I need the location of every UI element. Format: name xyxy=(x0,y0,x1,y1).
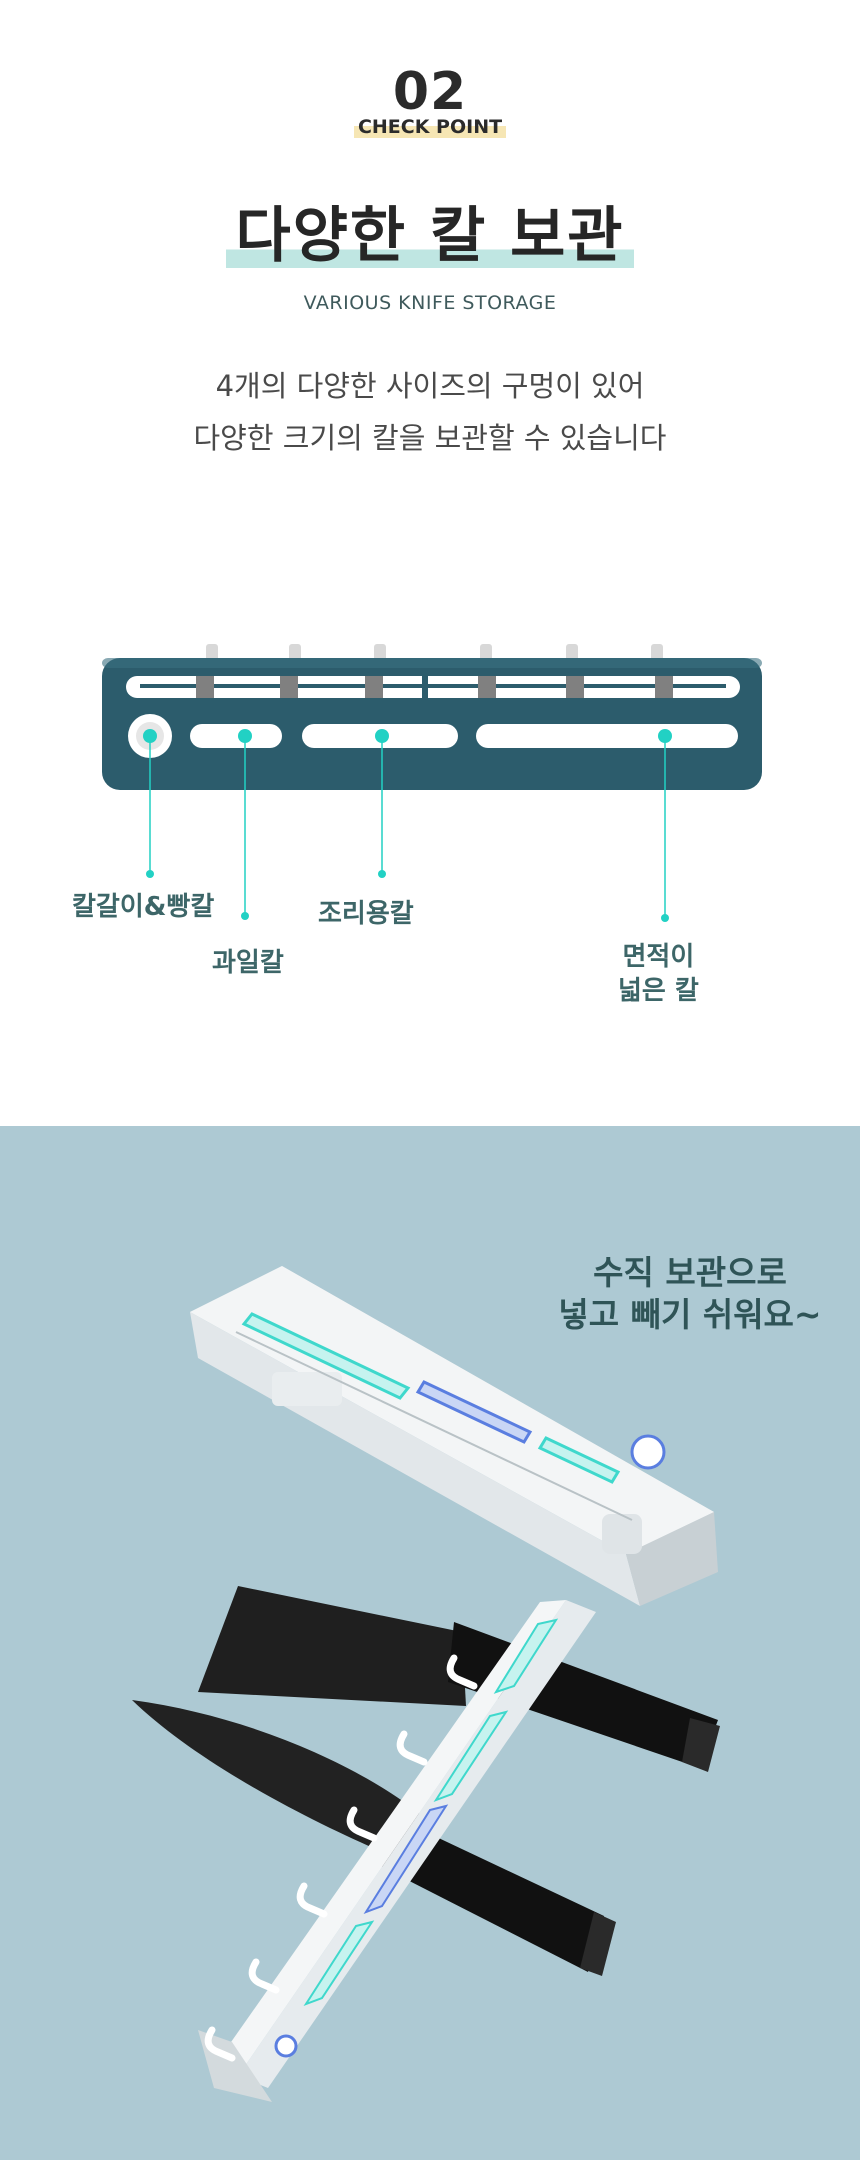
wide-knife-slot xyxy=(476,724,738,748)
section-number: 02 xyxy=(392,62,468,122)
label-fruit-knife: 과일칼 xyxy=(212,948,284,978)
description-line-2: 다양한 크기의 칼을 보관할 수 있습니다 xyxy=(193,421,667,455)
white-holder-bottom xyxy=(198,1600,596,2102)
label-sharpener: 칼갈이&빵칼 xyxy=(72,892,215,922)
vertical-storage-callout: 수직 보관으로 넣고 빼기 쉬워요~ xyxy=(540,1252,840,1336)
knife-storage-section: 02 CHECK POINT 다양한 칼 보관 VARIOUS KNIFE ST… xyxy=(72,62,762,1008)
white-holder-top xyxy=(190,1266,718,1606)
section-title: 다양한 칼 보관 xyxy=(225,198,635,274)
check-point-label: CHECK POINT xyxy=(353,116,507,138)
callout-line-2: 넣고 빼기 쉬워요~ xyxy=(558,1295,822,1334)
callout-line-1: 수직 보관으로 xyxy=(593,1253,787,1292)
label-wide-knife-line-2: 넓은 칼 xyxy=(618,976,699,1006)
label-wide-knife: 면적이 넓은 칼 xyxy=(618,940,699,1008)
section-subtitle: VARIOUS KNIFE STORAGE xyxy=(303,292,557,314)
label-cooking-knife: 조리용칼 xyxy=(318,899,414,929)
label-wide-knife-line-1: 면적이 xyxy=(622,942,695,972)
fruit-knife-slot xyxy=(190,724,282,748)
vertical-storage-section: 수직 보관으로 넣고 빼기 쉬워요~ xyxy=(0,1126,860,2160)
knife-holder-illustration xyxy=(102,644,762,922)
description-line-1: 4개의 다양한 사이즈의 구멍이 있어 xyxy=(215,369,645,403)
product-photo-illustration xyxy=(132,1266,720,2102)
